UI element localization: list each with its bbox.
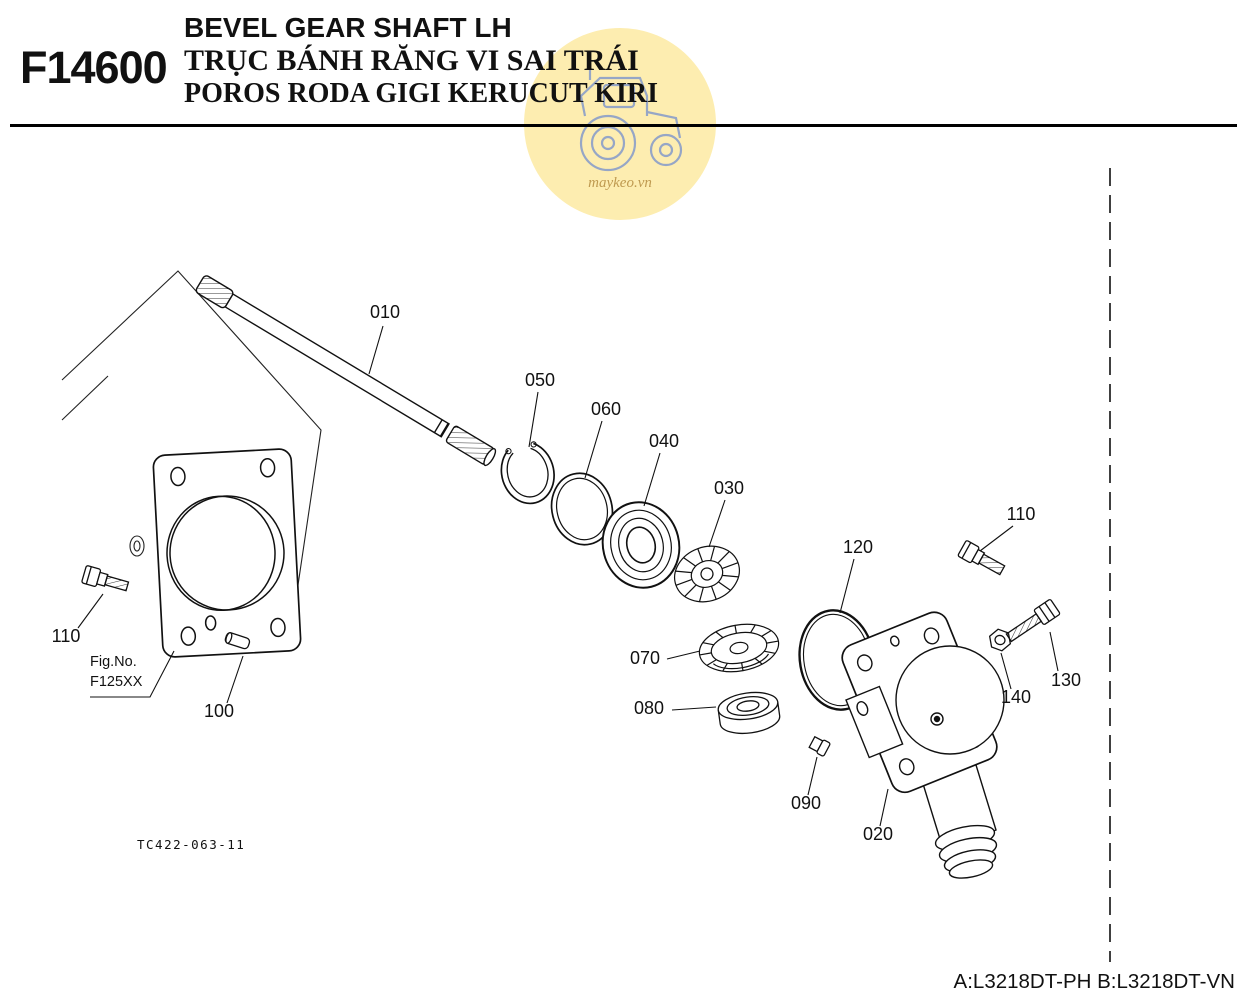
- callout-labels: 010 050 060 040 030 120 110 110 100 070 …: [52, 302, 1081, 844]
- case-outline: [61, 270, 322, 613]
- callout-110-left: 110: [52, 626, 81, 646]
- fig-reference: Fig.No. F125XX: [90, 652, 142, 693]
- part-snapring-050: [500, 441, 555, 505]
- part-plug-090: [808, 735, 831, 757]
- header-rule: [10, 124, 1237, 127]
- callout-100: 100: [204, 701, 234, 721]
- part-housing-020: [841, 611, 1005, 879]
- callout-070: 070: [630, 648, 660, 668]
- callout-080: 080: [634, 698, 664, 718]
- part-bevel-gear-070: [698, 623, 780, 673]
- callout-140: 140: [1001, 687, 1031, 707]
- callout-030: 030: [714, 478, 744, 498]
- callout-060: 060: [591, 399, 621, 419]
- fig-ref-leader: [90, 650, 175, 698]
- leader-lines: [77, 325, 1059, 827]
- fig-reference-value: F125XX: [90, 674, 143, 691]
- part-bolt-110-right: [957, 540, 1006, 576]
- callout-050: 050: [525, 370, 555, 390]
- figure-code: F14600: [20, 42, 168, 93]
- part-bolt-130: [1005, 599, 1061, 643]
- title-english: BEVEL GEAR SHAFT LH: [184, 12, 512, 43]
- part-flange-plate: [152, 448, 302, 658]
- title-indonesian: POROS RODA GIGI KERUCUT KIRI: [184, 78, 659, 109]
- part-shim-060: [550, 472, 614, 546]
- part-bevel-gear-030: [674, 545, 740, 603]
- footer-model-codes: A:L3218DT-PH B:L3218DT-VN: [953, 970, 1235, 993]
- callout-020: 020: [863, 824, 893, 844]
- tractor-icon: [579, 58, 683, 172]
- callout-090: 090: [791, 793, 821, 813]
- callout-110-right: 110: [1007, 504, 1036, 524]
- part-collar-080: [717, 691, 781, 735]
- fig-reference-label: Fig.No.: [90, 654, 137, 670]
- part-bearing-040: [601, 501, 681, 589]
- callout-120: 120: [843, 537, 873, 557]
- watermark-text: maykeo.vn: [588, 175, 652, 191]
- title-vietnamese: TRỤC BÁNH RĂNG VI SAI TRÁI: [184, 44, 639, 77]
- part-shaft-010: [195, 275, 497, 467]
- part-pin-100: [224, 631, 251, 650]
- part-nut-140: [988, 628, 1012, 652]
- part-bolt-110-left: [81, 565, 130, 592]
- callout-010: 010: [370, 302, 400, 322]
- callout-040: 040: [649, 431, 679, 451]
- title-block: BEVEL GEAR SHAFT LH TRỤC BÁNH RĂNG VI SA…: [184, 12, 658, 110]
- callout-130: 130: [1051, 670, 1081, 690]
- drawing-number: TC422-063-11: [137, 837, 246, 852]
